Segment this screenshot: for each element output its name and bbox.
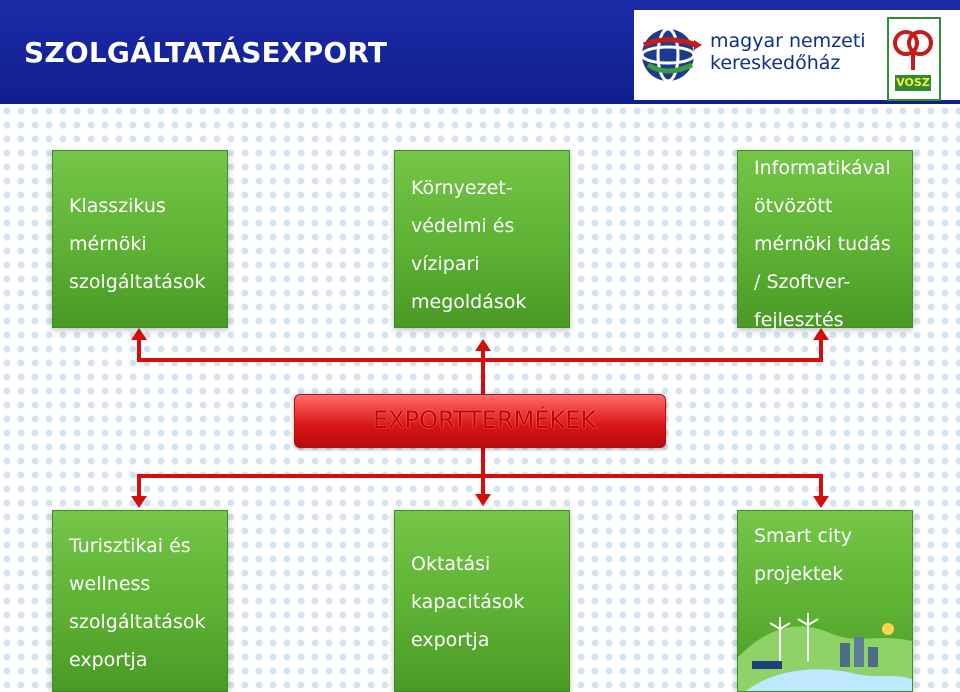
badge-label: VOSZ bbox=[895, 75, 931, 91]
card-smart-city: Smart city projektek bbox=[737, 510, 913, 692]
connector-bottom-left-vertical bbox=[137, 474, 141, 498]
card-label: Környezet- védelmi és vízipari megoldáso… bbox=[411, 177, 527, 313]
connector-bottom-right-vertical bbox=[819, 474, 823, 498]
connector-top-right-vertical bbox=[819, 338, 823, 362]
card-education: Oktatási kapacitások exportja bbox=[394, 510, 570, 692]
connector-bottom-horizontal bbox=[137, 474, 823, 478]
smart-city-illustration bbox=[738, 613, 912, 691]
hub-label: EXPORTTERMÉKEK bbox=[373, 406, 597, 434]
arrow-up-middle bbox=[475, 339, 491, 351]
card-label: Klasszikus mérnöki szolgáltatások bbox=[69, 195, 206, 293]
connector-top-middle-vertical bbox=[481, 350, 485, 394]
card-label: Oktatási kapacitások exportja bbox=[411, 553, 525, 651]
card-label: Turisztikai és wellness szolgáltatások e… bbox=[69, 535, 206, 671]
card-environment-water: Környezet- védelmi és vízipari megoldáso… bbox=[394, 150, 570, 328]
connector-top-horizontal bbox=[137, 358, 823, 362]
arrow-down-right bbox=[813, 496, 829, 508]
globe-logo-icon bbox=[640, 27, 702, 83]
card-label: Informatikával ötvözött mérnöki tudás / … bbox=[754, 157, 891, 331]
export-products-hub: EXPORTTERMÉKEK bbox=[294, 394, 666, 448]
arrow-up-left bbox=[131, 328, 147, 340]
logo-text-line-2: kereskedőház bbox=[710, 52, 841, 74]
card-tourism-wellness: Turisztikai és wellness szolgáltatások e… bbox=[52, 510, 228, 692]
key-emblem-icon bbox=[893, 30, 933, 70]
connector-bottom-middle-vertical bbox=[481, 446, 485, 496]
logo-text-line-1: magyar nemzeti bbox=[710, 30, 866, 52]
arrow-up-right bbox=[813, 328, 829, 340]
logo-area: magyar nemzeti kereskedőház VOSZ bbox=[634, 10, 960, 101]
card-it-engineering: Informatikával ötvözött mérnöki tudás / … bbox=[737, 150, 913, 331]
vosz-badge: VOSZ bbox=[887, 17, 941, 101]
connector-top-left-vertical bbox=[137, 338, 141, 362]
card-label: Smart city projektek bbox=[754, 525, 852, 585]
page-title: SZOLGÁLTATÁSEXPORT bbox=[24, 36, 388, 69]
arrow-down-middle bbox=[475, 494, 491, 506]
card-classic-engineering: Klasszikus mérnöki szolgáltatások bbox=[52, 150, 228, 328]
header-bar: SZOLGÁLTATÁSEXPORT magyar nemzeti keresk… bbox=[0, 0, 960, 104]
arrow-down-left bbox=[131, 496, 147, 508]
